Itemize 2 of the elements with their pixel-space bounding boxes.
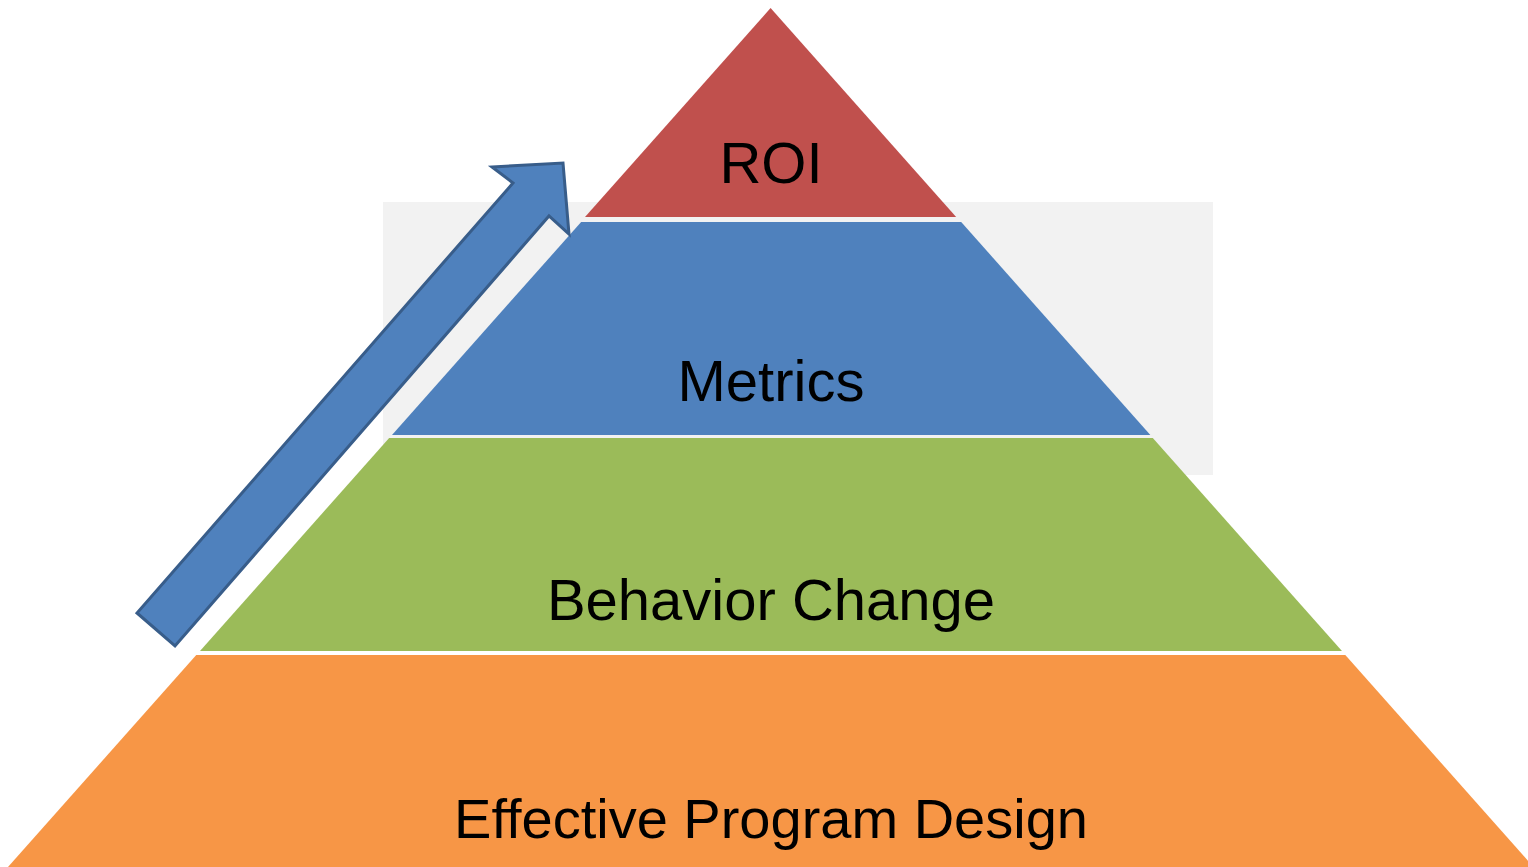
tier-label: Metrics (677, 352, 865, 410)
tier-label: ROI (719, 134, 823, 192)
